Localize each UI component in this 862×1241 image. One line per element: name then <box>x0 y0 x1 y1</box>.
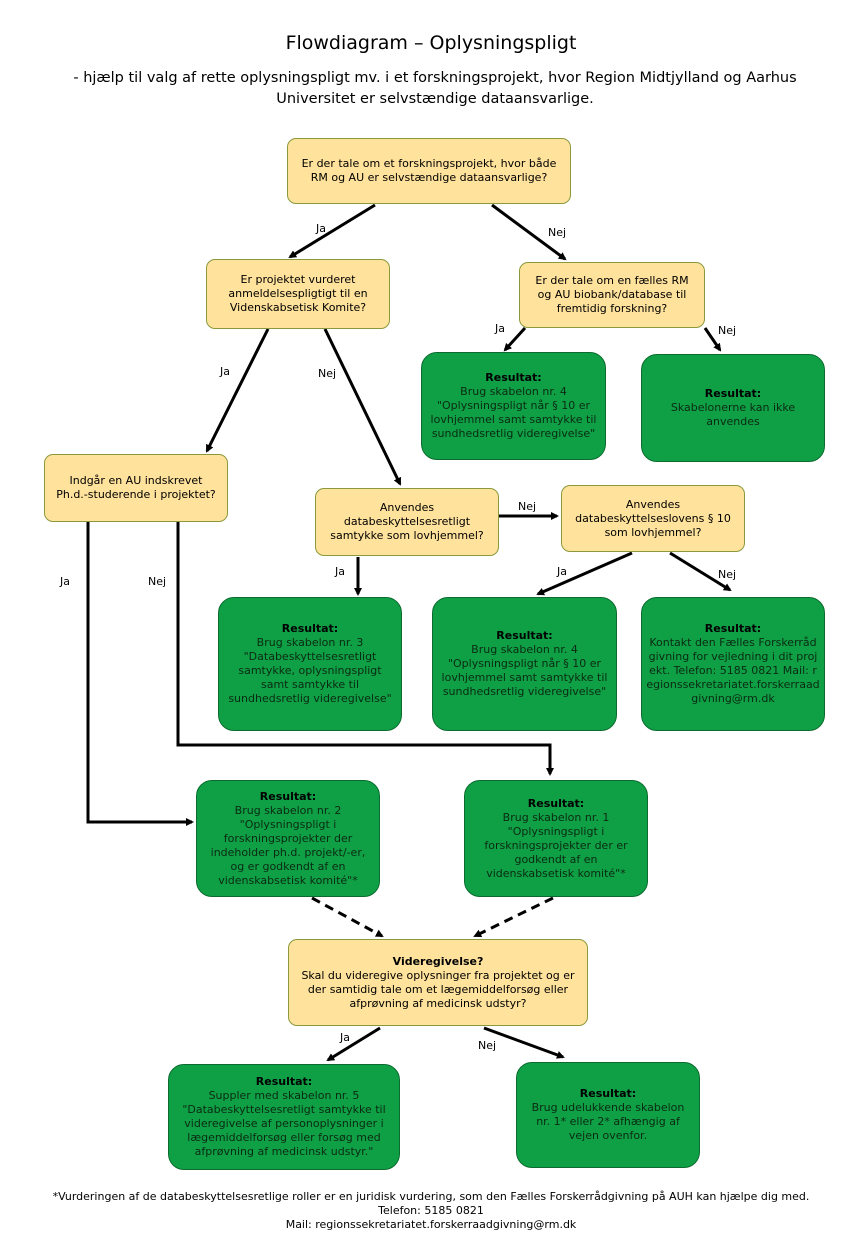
result-node-contact: Resultat: Kontakt den Fælles Forskerrådg… <box>641 597 825 731</box>
label-yes: Ja <box>340 1031 350 1044</box>
edge-q7-ri <box>483 1026 565 1059</box>
edge-q6-rd <box>536 551 633 596</box>
edge-rg-q7 <box>473 896 554 938</box>
edge-q6-re <box>669 551 732 592</box>
label-yes: Ja <box>60 575 70 588</box>
edge-q3-ra <box>503 326 527 352</box>
label-no: Nej <box>718 568 737 581</box>
label-yes: Ja <box>557 565 567 578</box>
footer-phone: Telefon: 5185 0821 <box>378 1204 484 1217</box>
question-node-research-project: Er der tale om et forskningsprojekt, hvo… <box>287 138 571 204</box>
result-node-template-3: Resultat: Brug skabelon nr. 3 "Databesky… <box>218 597 402 731</box>
question-node-consent: Anvendes databeskyttelsesretligt samtykk… <box>315 488 499 556</box>
result-node-template-2: Resultat: Brug skabelon nr. 2 "Oplysning… <box>196 780 380 897</box>
edge-q7-rh <box>326 1026 381 1062</box>
result-node-template-5: Resultat: Suppler med skabelon nr. 5 "Da… <box>168 1064 400 1170</box>
question-node-disclosure: Videregivelse? Skal du videregive oplysn… <box>288 939 588 1026</box>
question-node-phd-student: Indgår en AU indskrevet Ph.d.-studerende… <box>44 454 228 522</box>
footer-note: *Vurderingen af de databeskyttelsesretli… <box>52 1190 810 1203</box>
label-no: Nej <box>518 500 537 513</box>
label-yes: Ja <box>220 365 230 378</box>
edge-q2-q5 <box>323 328 402 486</box>
label-no: Nej <box>548 226 567 239</box>
page-subtitle: - hjælp til valg af rette oplysningsplig… <box>73 70 797 107</box>
edge-q4-rf <box>86 521 194 826</box>
page-title: Flowdiagram – Oplysningspligt <box>285 32 577 54</box>
question-node-ethics-committee: Er projektet vurderet anmeldelsespligtig… <box>206 259 390 329</box>
result-node-not-applicable: Resultat: Skabelonerne kan ikke anvendes <box>641 354 825 462</box>
label-no: Nej <box>148 575 167 588</box>
edge-q4-rg <box>176 521 554 776</box>
result-node-template-4: Resultat: Brug skabelon nr. 4 "Oplysning… <box>421 352 606 460</box>
footer-mail: Mail: regionssekretariatet.forskerraadgi… <box>285 1218 577 1231</box>
question-node-biobank: Er der tale om en fælles RM og AU bioban… <box>519 262 705 328</box>
result-node-template-1-or-2: Resultat: Brug udelukkende skabelon nr. … <box>516 1062 700 1168</box>
result-node-template-4b: Resultat: Brug skabelon nr. 4 "Oplysning… <box>432 597 617 731</box>
question-node-section-10: Anvendes databeskyttelseslovens § 10 som… <box>561 485 745 552</box>
edge-q2-q4 <box>205 328 270 453</box>
edge-q1-q2 <box>288 203 376 259</box>
label-no: Nej <box>318 367 337 380</box>
label-no: Nej <box>718 324 737 337</box>
label-yes: Ja <box>495 322 505 335</box>
label-yes: Ja <box>335 565 345 578</box>
edge-q3-rb <box>703 327 722 352</box>
label-no: Nej <box>478 1039 497 1052</box>
edge-rf-q7 <box>311 896 384 938</box>
label-yes: Ja <box>316 222 326 235</box>
result-node-template-1: Resultat: Brug skabelon nr. 1 "Oplysning… <box>464 780 648 897</box>
edge-q1-q3 <box>491 203 567 261</box>
